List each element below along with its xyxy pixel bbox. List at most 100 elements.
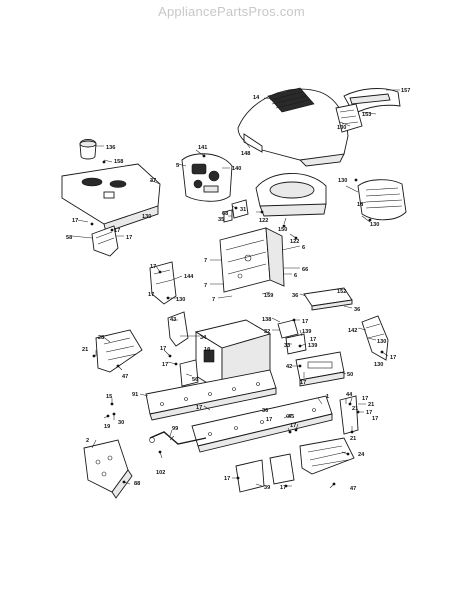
callout: 17 <box>366 410 372 416</box>
callout: 130 <box>337 125 346 131</box>
footrest-right <box>299 437 355 475</box>
callout: 68 <box>222 211 228 217</box>
callout: 130 <box>176 297 185 303</box>
front-bracket <box>179 359 199 387</box>
switch-bracket <box>277 319 307 355</box>
brake-rod <box>149 431 207 445</box>
callout: 33 <box>284 343 290 349</box>
callout: 17 <box>280 485 286 491</box>
callout: 152 <box>337 289 346 295</box>
callout: 157 <box>401 88 410 94</box>
callout: 19 <box>104 424 110 430</box>
bottom-bracket-right <box>269 453 295 485</box>
callout: 139 <box>308 343 317 349</box>
dash-mount <box>167 311 189 347</box>
fasteners <box>90 154 384 488</box>
frame-rail-left <box>145 369 277 421</box>
callout: 2 <box>86 438 89 444</box>
callout: 36 <box>354 307 360 313</box>
callout: 50 <box>347 372 353 378</box>
callout: 6 <box>294 273 297 279</box>
steering-bracket-left <box>149 261 177 305</box>
callout: 88 <box>134 481 140 487</box>
callout: 36 <box>292 293 298 299</box>
callout: 45 <box>288 414 294 420</box>
callout: 1 <box>326 394 329 400</box>
callout: 5 <box>176 163 179 169</box>
callout: 16 <box>204 347 210 353</box>
callout: 102 <box>156 470 165 476</box>
callout: 122 <box>290 239 299 245</box>
callout: 17 <box>362 396 368 402</box>
callout: 153 <box>362 112 371 118</box>
frame-end-bracket <box>339 395 359 435</box>
site-watermark: AppliancePartsPros.com <box>158 4 305 19</box>
callout: 36 <box>262 408 268 414</box>
callout: 17 <box>310 337 316 343</box>
callout: 14 <box>253 95 260 101</box>
callout: 21 <box>368 402 374 408</box>
callout: 34 <box>200 335 207 341</box>
bottom-bracket-left <box>235 459 265 493</box>
callout: 21 <box>352 406 358 412</box>
dash-bracket <box>91 225 119 257</box>
callout: 66 <box>302 267 308 273</box>
callout: 7 <box>212 297 215 303</box>
callout: 39 <box>264 485 270 491</box>
callout: 42 <box>286 364 292 370</box>
callout: 18 <box>357 202 363 208</box>
callout: 17 <box>300 380 306 386</box>
callout: 47 <box>350 486 356 492</box>
dash-support <box>219 227 285 293</box>
callout: 158 <box>114 159 123 165</box>
callout: 58 <box>66 235 72 241</box>
callout: 7 <box>204 283 207 289</box>
callout: 150 <box>278 227 287 233</box>
callout: 17 <box>162 362 168 368</box>
callout: 99 <box>172 426 178 432</box>
frame-rail-right <box>191 395 333 453</box>
callout: 17 <box>148 292 154 298</box>
callout: 47 <box>122 374 128 380</box>
callout: 141 <box>198 145 207 151</box>
fuel-tank-cover <box>255 173 327 217</box>
callout: 35 <box>218 217 224 223</box>
callout: 17 <box>372 416 378 422</box>
callout: 17 <box>224 476 230 482</box>
callout: 130 <box>142 214 151 220</box>
callout: 140 <box>232 166 241 172</box>
callout: 130 <box>370 222 379 228</box>
leader-lines <box>71 89 400 489</box>
front-axle-bracket <box>83 439 133 499</box>
callout: 31 <box>240 207 246 213</box>
callout: 17 <box>72 218 78 224</box>
callout: 7 <box>204 258 207 264</box>
callout: 142 <box>348 328 357 334</box>
callout-labels: 14 157 153 130 148 136 158 37 141 5 140 … <box>66 88 410 492</box>
callout: 122 <box>259 218 268 224</box>
callout: 17 <box>114 228 120 234</box>
callout: 43 <box>170 317 176 323</box>
callout: 130 <box>377 339 386 345</box>
callout: 91 <box>132 392 138 398</box>
callout: 17 <box>126 235 132 241</box>
callout: 148 <box>241 151 250 157</box>
callout: 28 <box>98 335 104 341</box>
callout: 56 <box>192 377 198 383</box>
callout: 21 <box>82 347 88 353</box>
callout: 138 <box>262 317 271 323</box>
dash-panel <box>61 139 161 233</box>
callout: 17 <box>196 405 202 411</box>
callout: 136 <box>106 145 115 151</box>
battery-tray <box>303 287 353 311</box>
callout: 130 <box>374 362 383 368</box>
hood <box>237 87 349 167</box>
callout: 44 <box>346 392 353 398</box>
callout: 17 <box>302 319 308 325</box>
callout: 32 <box>264 329 270 335</box>
callout: 6 <box>302 245 305 251</box>
callout: 21 <box>350 436 356 442</box>
callout: 24 <box>358 452 365 458</box>
hood-grille-upper <box>335 88 401 133</box>
